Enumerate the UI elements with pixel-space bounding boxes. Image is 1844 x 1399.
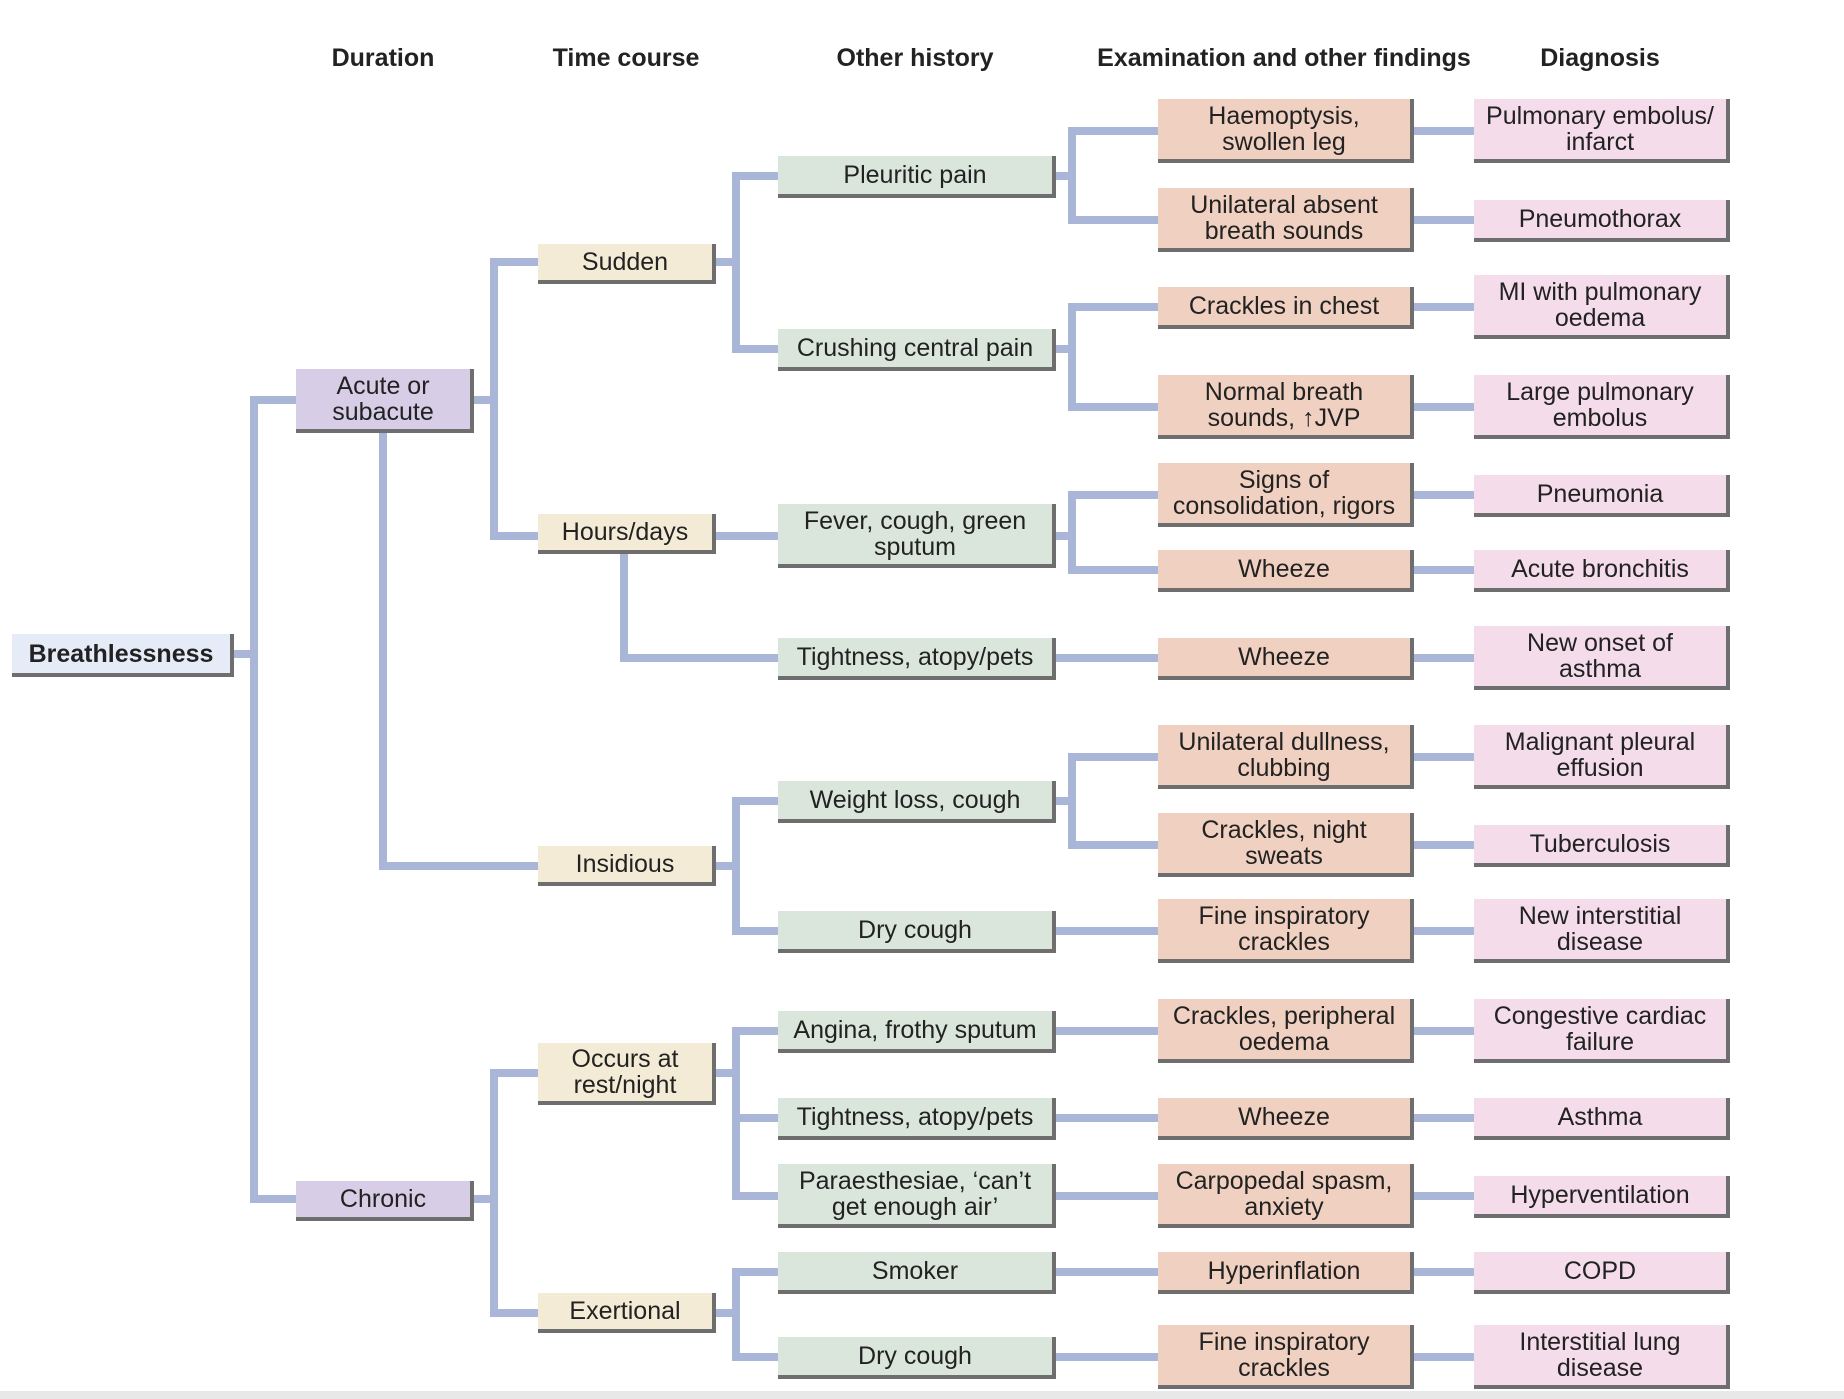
- diagnosis-interstitial-lung-disease: Interstitial lung disease: [1474, 1325, 1730, 1389]
- diagnosis-tuberculosis: Tuberculosis: [1474, 825, 1730, 867]
- node-angina-frothy-sputum: Angina, frothy sputum: [778, 1011, 1056, 1053]
- node-dry-cough-1: Dry cough: [778, 911, 1056, 953]
- diagnosis-pulmonary-embolus-infarct: Pulmonary embolus/ infarct: [1474, 99, 1730, 163]
- node-acute-subacute: Acute or subacute: [296, 369, 474, 433]
- node-smoker: Smoker: [778, 1252, 1056, 1294]
- diagnosis-congestive-cardiac-failure: Congestive cardiac failure: [1474, 999, 1730, 1063]
- node-wheeze-2: Wheeze: [1158, 638, 1414, 680]
- node-rest-night: Occurs at rest/night: [538, 1043, 716, 1105]
- diagnosis-hyperventilation: Hyperventilation: [1474, 1176, 1730, 1218]
- node-exertional: Exertional: [538, 1293, 716, 1333]
- node-fever-cough: Fever, cough, green sputum: [778, 504, 1056, 568]
- bottom-scroll-strip: [0, 1391, 1844, 1399]
- node-weight-loss-cough: Weight loss, cough: [778, 781, 1056, 823]
- node-normal-breath-jvp: Normal breath sounds, ↑JVP: [1158, 375, 1414, 439]
- node-unilateral-absent-breath: Unilateral absent breath sounds: [1158, 188, 1414, 252]
- node-crackles-in-chest: Crackles in chest: [1158, 287, 1414, 329]
- node-hours-days: Hours/days: [538, 514, 716, 554]
- node-paraesthesiae: Paraesthesiae, ‘can’t get enough air’: [778, 1164, 1056, 1228]
- header-diagnosis: Diagnosis: [1540, 44, 1660, 72]
- node-tightness-atopy-2: Tightness, atopy/pets: [778, 1098, 1056, 1140]
- diagnosis-asthma: Asthma: [1474, 1098, 1730, 1140]
- node-hyperinflation: Hyperinflation: [1158, 1252, 1414, 1294]
- header-other-history: Other history: [836, 44, 994, 72]
- diagnosis-new-onset-asthma: New onset of asthma: [1474, 626, 1730, 690]
- diagnosis-pneumothorax: Pneumothorax: [1474, 200, 1730, 242]
- node-fine-inspiratory-crackles-1: Fine inspiratory crackles: [1158, 899, 1414, 963]
- node-tightness-atopy-1: Tightness, atopy/pets: [778, 638, 1056, 680]
- diagnosis-copd: COPD: [1474, 1252, 1730, 1294]
- diagnosis-new-interstitial-disease: New interstitial disease: [1474, 899, 1730, 963]
- header-time-course: Time course: [552, 44, 700, 72]
- node-crackles-night-sweats: Crackles, night sweats: [1158, 813, 1414, 877]
- node-dry-cough-2: Dry cough: [778, 1337, 1056, 1379]
- node-signs-consolidation: Signs of consolidation, rigors: [1158, 463, 1414, 527]
- node-wheeze-1: Wheeze: [1158, 550, 1414, 592]
- diagnosis-large-pulmonary-embolus: Large pulmonary embolus: [1474, 375, 1730, 439]
- node-fine-inspiratory-crackles-2: Fine inspiratory crackles: [1158, 1325, 1414, 1389]
- diagnosis-mi-pulmonary-oedema: MI with pulmonary oedema: [1474, 275, 1730, 339]
- diagnosis-pneumonia: Pneumonia: [1474, 475, 1730, 517]
- diagnosis-malignant-pleural-effusion: Malignant pleural effusion: [1474, 725, 1730, 789]
- header-duration: Duration: [331, 44, 435, 72]
- node-haemoptysis-swollen-leg: Haemoptysis, swollen leg: [1158, 99, 1414, 163]
- header-examination: Examination and other findings: [1097, 44, 1471, 72]
- node-breathlessness: Breathlessness: [12, 634, 234, 677]
- node-sudden: Sudden: [538, 244, 716, 284]
- node-crushing-central-pain: Crushing central pain: [778, 329, 1056, 371]
- node-carpopedal-spasm: Carpopedal spasm, anxiety: [1158, 1164, 1414, 1228]
- node-wheeze-3: Wheeze: [1158, 1098, 1414, 1140]
- node-pleuritic-pain: Pleuritic pain: [778, 156, 1056, 198]
- node-unilateral-dullness: Unilateral dullness, clubbing: [1158, 725, 1414, 789]
- node-chronic: Chronic: [296, 1181, 474, 1221]
- node-crackles-peripheral-oedema: Crackles, peripheral oedema: [1158, 999, 1414, 1063]
- node-insidious: Insidious: [538, 846, 716, 886]
- diagnosis-acute-bronchitis: Acute bronchitis: [1474, 550, 1730, 592]
